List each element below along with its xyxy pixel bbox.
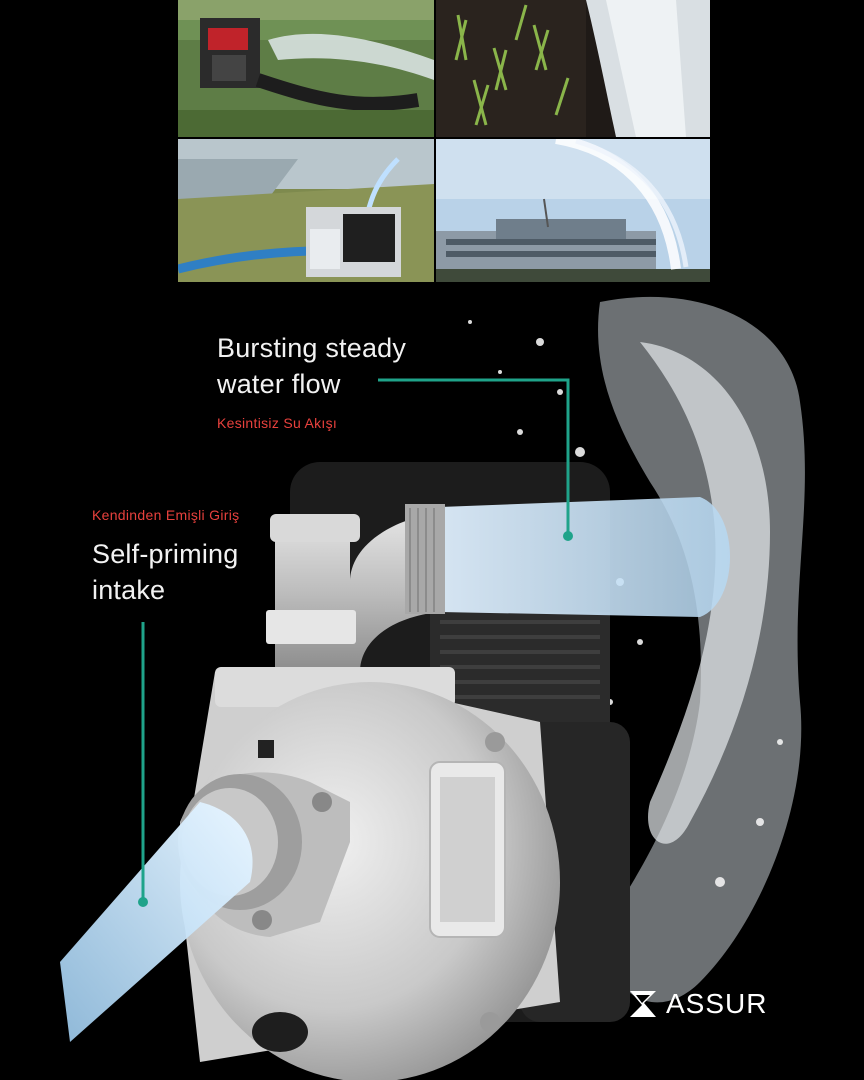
elbow-pipe: [266, 504, 445, 672]
intake-callout-subtitle: Kendinden Emişli Giriş: [92, 507, 240, 523]
callout-lines: [141, 378, 570, 900]
pump-product-illustration: [0, 282, 864, 1080]
flow-callout-title: Bursting steady water flow: [217, 333, 407, 399]
flow-callout-dot: [563, 531, 573, 541]
intake-callout-dot: [138, 897, 148, 907]
water-splash: [468, 296, 805, 1003]
photo-crop-irrigation: [436, 0, 710, 137]
brand-mark-icon: [630, 991, 656, 1017]
brand-wordmark: ASSUR: [666, 988, 768, 1019]
brand-logo: ASSUR: [626, 984, 767, 1024]
intake-water-stream: [60, 802, 253, 1042]
intake-callout-title: Self-priming intake: [92, 539, 239, 605]
photo-pump-lakeside: [178, 139, 434, 282]
outlet-water-jet: [440, 497, 730, 617]
application-photo-grid: [178, 0, 710, 282]
photo-factory-water-jet: [436, 139, 710, 282]
photo-pump-irrigation-field: [178, 0, 434, 137]
flow-callout-subtitle: Kesintisiz Su Akışı: [217, 415, 338, 431]
